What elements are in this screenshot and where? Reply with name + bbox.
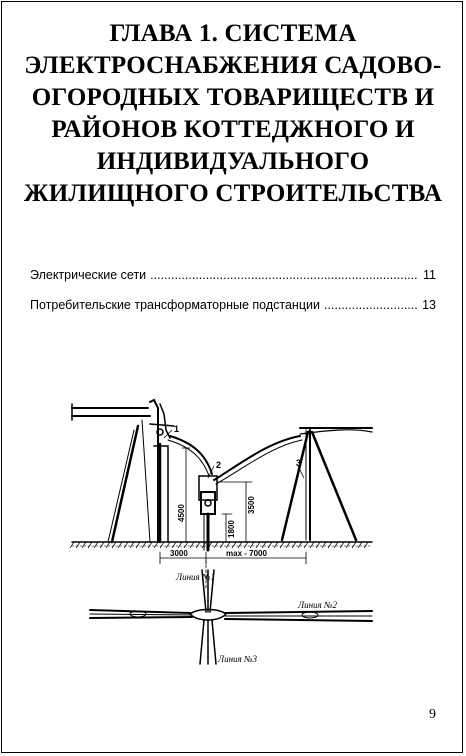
ground-hatch-mark [201, 541, 207, 549]
toc-leader-dots [324, 298, 418, 312]
ground-hatch-mark [213, 541, 219, 549]
ground-hatch-mark [81, 541, 87, 549]
ground-hatch-mark [183, 541, 189, 549]
toc-item-substations[interactable]: Потребительские трансформаторные подстан… [30, 298, 436, 316]
ground-hatch-mark [135, 541, 141, 549]
ground-hatch-mark [291, 541, 297, 549]
line-1-label: Линия №1 [175, 572, 215, 582]
dim-3500: 3500 [247, 496, 256, 514]
ground-hatch-mark [123, 541, 129, 549]
ground-hatch-mark [273, 541, 279, 549]
ground-hatch-mark [303, 541, 309, 549]
ground-hatch-mark [249, 541, 255, 549]
ground-hatch-mark [297, 541, 303, 549]
chapter-title-line: РАЙОНОВ КОТТЕДЖНОГО И [51, 116, 415, 143]
dim-4500: 4500 [177, 504, 186, 522]
ground-hatch-mark [219, 541, 225, 549]
toc-item-label: Электрические сети [30, 268, 147, 282]
ground-hatch-mark [285, 541, 291, 549]
toc-item-electric-networks[interactable]: Электрические сети 11 [30, 268, 436, 286]
chapter-title-line: ГЛАВА 1. СИСТЕМА [109, 20, 357, 47]
ground-hatch-mark [261, 541, 267, 549]
dim-3000: 3000 [170, 549, 188, 558]
ground-hatch-mark [237, 541, 243, 549]
power-line-schematic-figure: 1 2 3 4500 3500 1800 3000 max - 7000 Лин… [69, 398, 373, 665]
chapter-title-line: ОГОРОДНЫХ ТОВАРИЩЕСТВ И [31, 84, 435, 111]
ground-hatch-mark [87, 541, 93, 549]
ground-hatch-mark [159, 541, 165, 549]
chapter-title-line: ИНДИВИДУАЛЬНОГО [96, 148, 370, 175]
chapter-title: ГЛАВА 1. СИСТЕМА ЭЛЕКТРОСНАБЖЕНИЯ САДОВО… [10, 18, 456, 210]
ground-hatch-mark [207, 541, 213, 549]
ground-hatch-mark [309, 541, 315, 549]
ground-hatch-mark [255, 541, 261, 549]
ground-hatch-mark [351, 541, 357, 549]
ground-hatch-mark [243, 541, 249, 549]
page-number: 9 [429, 707, 436, 722]
ground-hatch-mark [267, 541, 273, 549]
ground-hatch-mark [99, 541, 105, 549]
ground-hatch-mark [171, 541, 177, 549]
line-2-label: Линия №2 [297, 600, 337, 610]
toc-item-page: 13 [422, 298, 436, 312]
ground-hatch-mark [339, 541, 345, 549]
ground-hatch-mark [93, 541, 99, 549]
ground-hatch-mark [357, 541, 363, 549]
callout-1: 1 [174, 424, 179, 434]
ground-hatch-mark [147, 541, 153, 549]
toc-leader-dots [150, 268, 418, 282]
ground-hatch-mark [345, 541, 351, 549]
ground-hatch-mark [195, 541, 201, 549]
ground-hatch-mark [189, 541, 195, 549]
ground-hatch-mark [333, 541, 339, 549]
ground-hatch-mark [111, 541, 117, 549]
ground-hatch-mark [165, 541, 171, 549]
ground-hatch-mark [153, 541, 159, 549]
ground-hatch-mark [279, 541, 285, 549]
toc-item-label: Потребительские трансформаторные подстан… [30, 298, 320, 312]
chapter-title-line: ЖИЛИЩНОГО СТРОИТЕЛЬСТВА [23, 180, 443, 207]
dim-1800: 1800 [227, 520, 236, 538]
ground-hatch-mark [177, 541, 183, 549]
ground-hatch-mark [75, 541, 81, 549]
ground-hatch-mark [231, 541, 237, 549]
ground-hatch-mark [117, 541, 123, 549]
chapter-title-line: ЭЛЕКТРОСНАБЖЕНИЯ САДОВО- [24, 52, 442, 79]
callout-2: 2 [216, 460, 221, 470]
ground-hatch-mark [69, 541, 75, 549]
ground-hatch-mark [141, 541, 147, 549]
table-of-contents: Электрические сети 11 Потребительские тр… [30, 268, 436, 328]
line-3-label: Линия №3 [217, 654, 257, 664]
ground-hatch-mark [129, 541, 135, 549]
dim-max-7000: max - 7000 [226, 549, 267, 558]
ground-hatch-mark [363, 541, 369, 549]
ground-hatch-mark [327, 541, 333, 549]
ground-hatch-mark [315, 541, 321, 549]
callout-3: 3 [296, 458, 301, 468]
ground-hatch-mark [225, 541, 231, 549]
toc-item-page: 11 [423, 268, 436, 282]
ground-hatch-mark [105, 541, 111, 549]
ground-hatch-mark [321, 541, 327, 549]
